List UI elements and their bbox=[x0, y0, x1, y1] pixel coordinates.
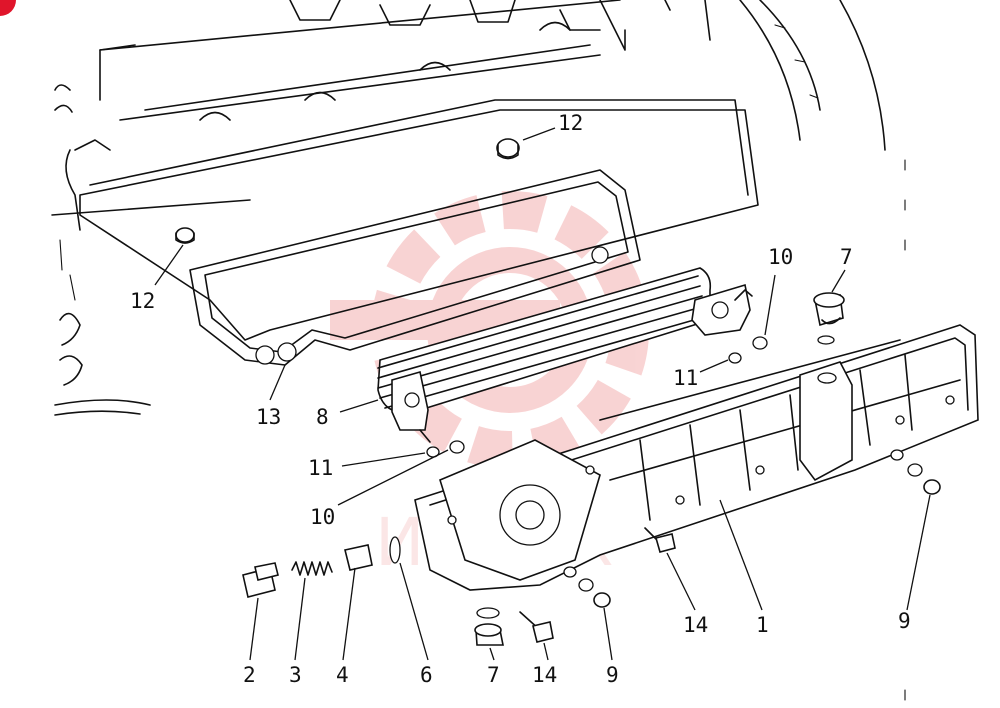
callout-10-right: 10 bbox=[768, 245, 793, 269]
plug-12-left bbox=[175, 227, 195, 244]
washers-9-lower bbox=[563, 566, 611, 608]
callout-7-lower: 7 bbox=[487, 663, 500, 687]
plug-7-lower bbox=[474, 607, 504, 646]
plug-2 bbox=[242, 562, 279, 598]
callout-12-top: 12 bbox=[558, 111, 583, 135]
callout-11-left: 11 bbox=[308, 456, 333, 480]
oil-cooler-element-8 bbox=[377, 267, 753, 443]
washers-9-right bbox=[890, 449, 941, 495]
plug-12-top bbox=[496, 138, 520, 160]
engine-block bbox=[51, 0, 626, 416]
callout-14-upper: 14 bbox=[683, 613, 708, 637]
callout-12-left: 12 bbox=[130, 289, 155, 313]
leader-lines bbox=[154, 127, 931, 661]
bolt-14-lower bbox=[519, 611, 554, 643]
o-ring-6 bbox=[389, 536, 401, 564]
spring-3 bbox=[291, 561, 333, 576]
plug-7-upper bbox=[813, 292, 845, 327]
gasket-13 bbox=[189, 169, 641, 366]
bolt-14-upper bbox=[644, 527, 676, 553]
oil-cooler-cover-1 bbox=[414, 324, 979, 591]
gasket-upper bbox=[79, 99, 759, 341]
callout-11-right: 11 bbox=[673, 366, 698, 390]
valve-4 bbox=[344, 544, 373, 571]
o-rings bbox=[426, 335, 835, 458]
callout-3: 3 bbox=[289, 663, 302, 687]
callout-8: 8 bbox=[316, 405, 329, 429]
callout-10-left: 10 bbox=[310, 505, 335, 529]
callout-14-lower: 14 bbox=[532, 663, 557, 687]
callout-6: 6 bbox=[420, 663, 433, 687]
callout-2: 2 bbox=[243, 663, 256, 687]
corner-marker bbox=[0, 0, 16, 16]
callout-9-lower: 9 bbox=[606, 663, 619, 687]
callout-13: 13 bbox=[256, 405, 281, 429]
callout-9-right: 9 bbox=[898, 609, 911, 633]
callout-1: 1 bbox=[756, 613, 769, 637]
callout-labels: 12 12 13 8 11 10 10 7 11 2 3 4 6 7 14 9 … bbox=[130, 111, 911, 687]
flywheel-housing bbox=[664, 0, 886, 151]
callout-7-upper: 7 bbox=[840, 245, 853, 269]
callout-4: 4 bbox=[336, 663, 349, 687]
